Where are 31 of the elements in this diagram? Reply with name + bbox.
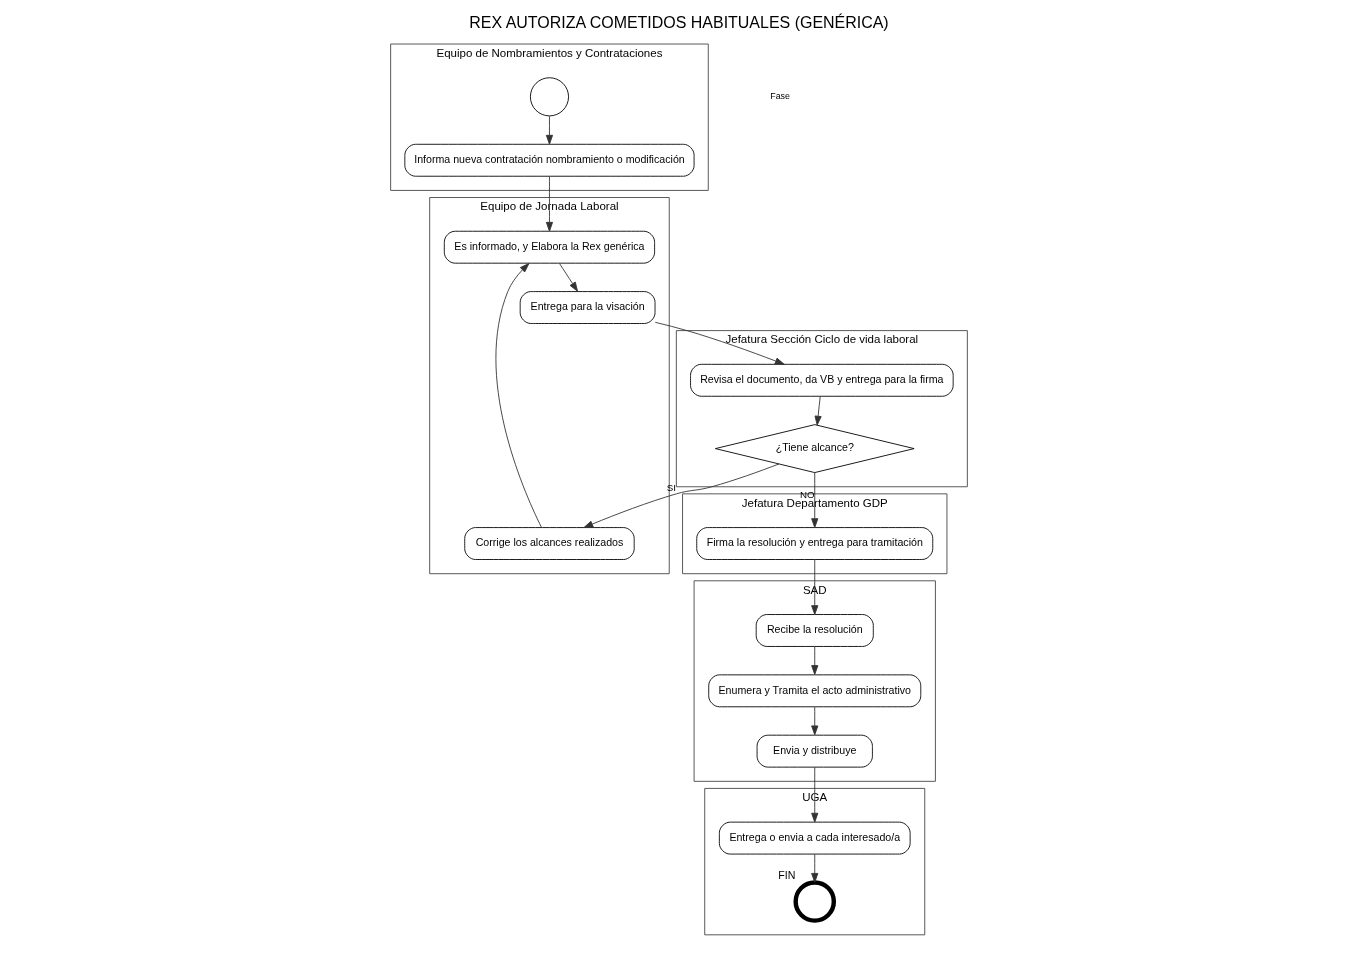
node-box: Informa nueva contratación nombramiento o modificación (404, 143, 695, 177)
arrow (495, 263, 542, 528)
node-box: Revisa el documento, da VB y entrega para la firma (690, 363, 954, 397)
edge-label: SI (666, 482, 677, 494)
node-box: Firma la resolución y entrega para tramitación (696, 527, 934, 560)
arrow (811, 559, 819, 615)
arrow (811, 646, 819, 675)
arrow (814, 395, 822, 426)
arrow (811, 853, 819, 883)
arrow (811, 766, 819, 823)
node-diamond: ¿Tiene alcance? (714, 424, 915, 473)
node-box: Entrega o envia a cada interesado/a (718, 821, 911, 855)
arrow (545, 175, 553, 232)
node-circle (529, 77, 569, 117)
arrow (811, 472, 819, 528)
arrow (545, 115, 553, 145)
node-box: Envia y distribuye (756, 734, 873, 768)
arrow (811, 706, 819, 736)
node-box: Recibe la resolución (755, 614, 874, 647)
arrow (583, 463, 780, 528)
node-circle (793, 880, 837, 923)
arrow (654, 321, 785, 365)
node-label: FIN (778, 869, 796, 882)
diagram-title: REX AUTORIZA COMETIDOS HABITUALES (GENÉRICA) (469, 14, 889, 32)
node-box: Entrega para la visación (519, 291, 656, 324)
label: Fase (770, 91, 790, 102)
edge-label: NO (799, 488, 815, 500)
node-box: Corrige los alcances realizados (464, 527, 635, 560)
node-box: Es informado, y Elabora la Rex genérica (443, 230, 656, 264)
node-box: Enumera y Tramita el acto administrativo (708, 674, 922, 708)
arrow (559, 263, 578, 292)
